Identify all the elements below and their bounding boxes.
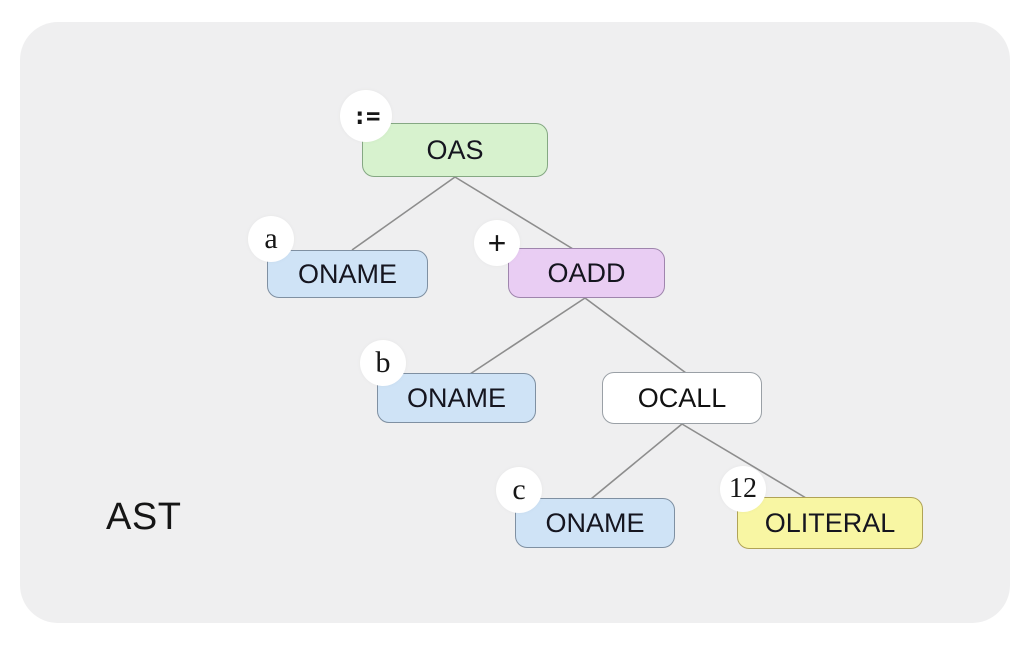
node-label: ONAME — [297, 258, 397, 289]
badge-variable-c: c — [496, 467, 542, 513]
badge-label: b — [375, 346, 391, 379]
node-label: ONAME — [545, 507, 645, 538]
badge-label: a — [264, 222, 278, 255]
tree-node-oname-a: ONAME — [267, 250, 428, 298]
badge-literal-12: 12 — [720, 466, 766, 512]
node-label: ONAME — [406, 382, 506, 413]
tree-node-oliteral: OLITERAL — [737, 497, 923, 549]
badge-label: 12 — [729, 473, 757, 504]
node-label: OADD — [547, 257, 626, 288]
node-label: OLITERAL — [764, 507, 896, 538]
tree-node-ocall: OCALL — [602, 372, 762, 424]
node-label: OAS — [426, 134, 484, 165]
tree-node-oadd: OADD — [508, 248, 665, 298]
tree-node-oname-c: ONAME — [515, 498, 675, 548]
badge-variable-a: a — [248, 216, 294, 262]
diagram-title: AST — [106, 496, 182, 538]
badge-label: := — [352, 102, 381, 130]
node-label: OCALL — [637, 382, 727, 413]
badge-label: c — [512, 473, 526, 506]
badge-assign-operator: := — [340, 90, 392, 142]
tree-node-oname-b: ONAME — [377, 373, 536, 423]
tree-node-oas: OAS — [362, 123, 548, 177]
badge-label: + — [487, 224, 507, 261]
badge-variable-b: b — [360, 340, 406, 386]
badge-plus-operator: + — [474, 220, 520, 266]
